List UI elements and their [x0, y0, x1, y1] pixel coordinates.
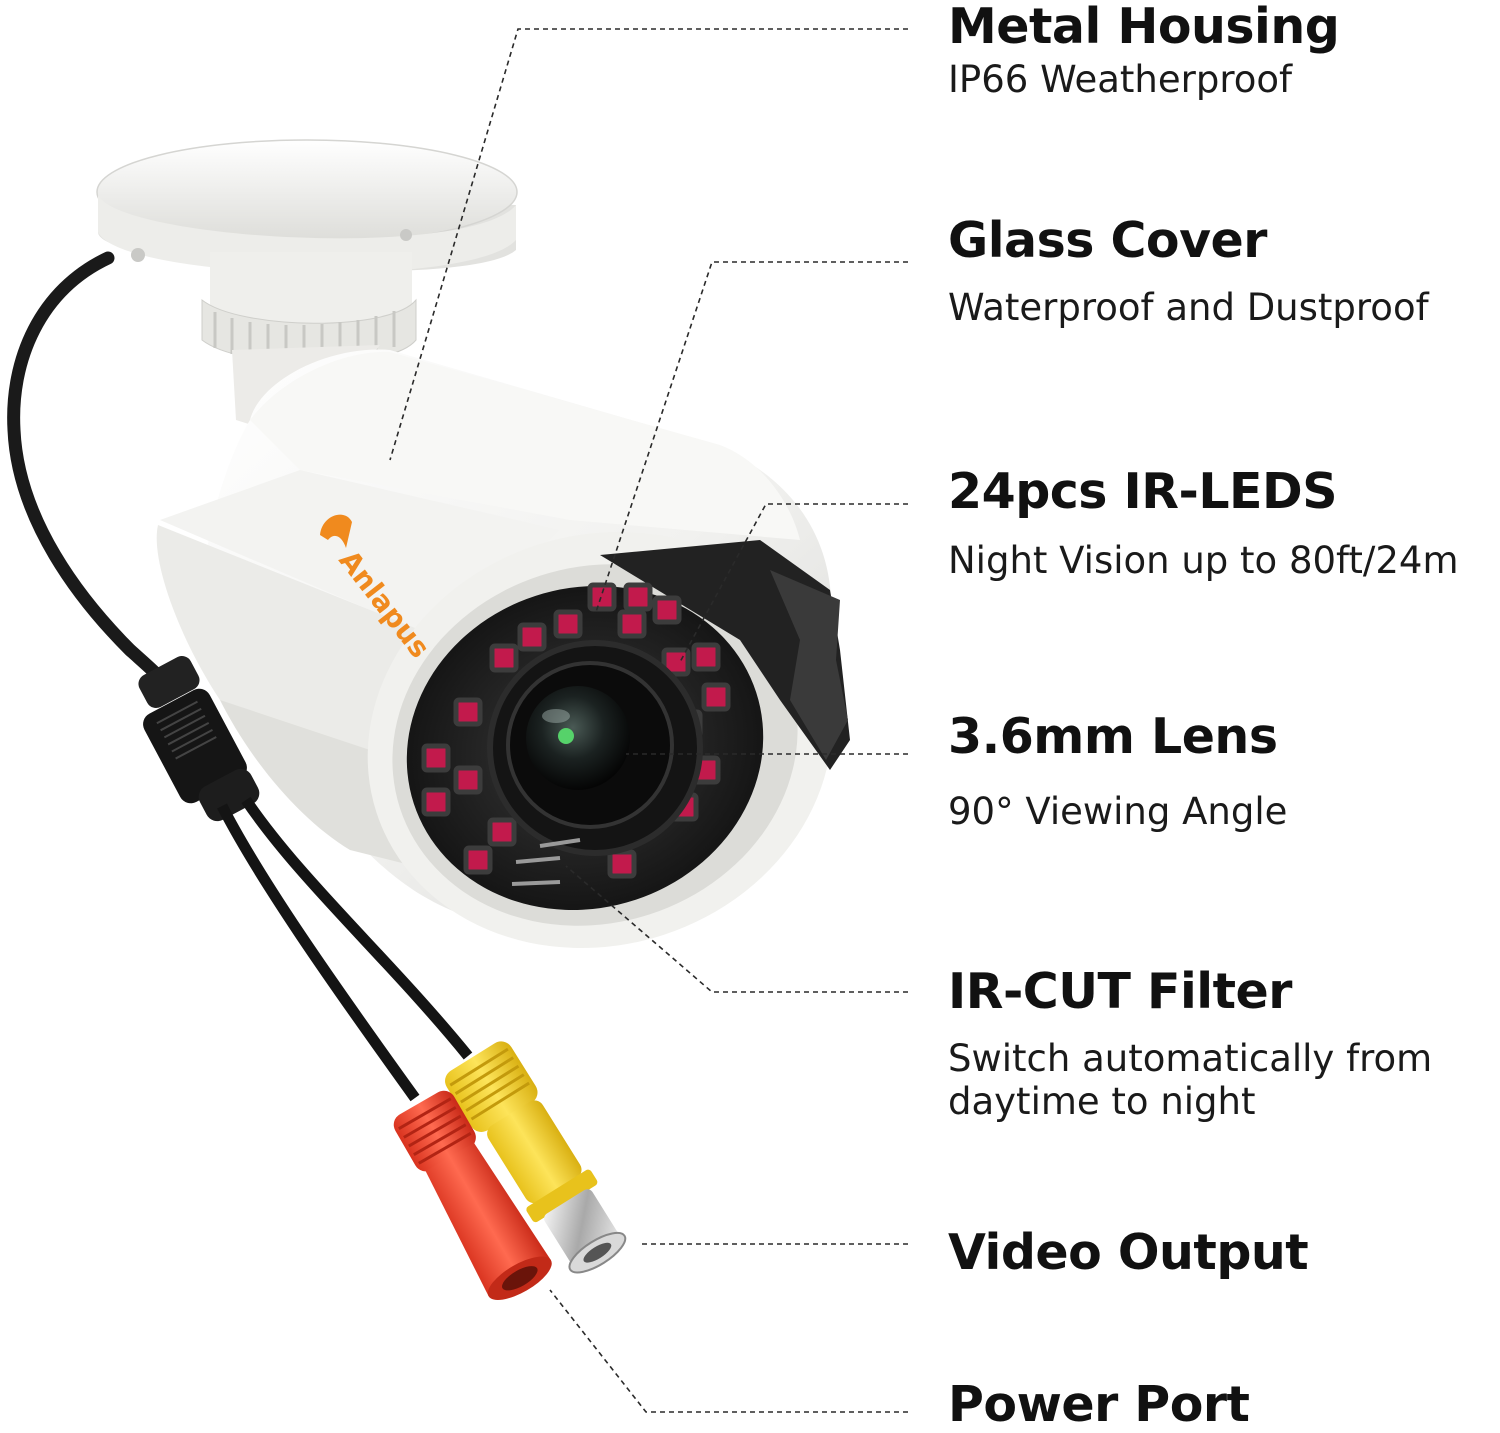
feature-subtitle: 90° Viewing Angle: [948, 790, 1288, 833]
feature-subtitle: Switch automatically from daytime to nig…: [948, 1037, 1433, 1123]
video-connector: [445, 1041, 627, 1274]
feature-title: 3.6mm Lens: [948, 708, 1278, 765]
leader-lines: [389, 28, 908, 1413]
feature-lens: 3.6mm Lens 90° Viewing Angle: [948, 712, 1287, 834]
feature-subtitle: Night Vision up to 80ft/24m: [948, 539, 1459, 582]
ir-cut-sensor: [511, 838, 581, 886]
leader-glass: [595, 261, 908, 613]
cable-splitter: [138, 656, 260, 822]
feature-glass-cover: Glass Cover Waterproof and Dustproof: [948, 216, 1429, 330]
feature-subtitle-line1: Switch automatically from: [948, 1037, 1433, 1080]
leader-leds: [679, 503, 908, 663]
cable-power-wire: [217, 803, 420, 1102]
leader-housing: [389, 28, 908, 461]
feature-subtitle: IP66 Weatherproof: [948, 58, 1293, 101]
camera-lens: [487, 640, 703, 856]
feature-title: Glass Cover: [948, 212, 1267, 269]
feature-ir-leds: 24pcs IR-LEDS Night Vision up to 80ft/24…: [948, 467, 1459, 583]
feature-title: 24pcs IR-LEDS: [948, 463, 1337, 520]
feature-title: Metal Housing: [948, 0, 1340, 55]
feature-video-output: Video Output: [948, 1224, 1309, 1281]
leader-ircut: [565, 865, 908, 993]
feature-metal-housing: Metal Housing IP66 Weatherproof: [948, 0, 1340, 102]
feature-title: IR-CUT Filter: [948, 963, 1292, 1020]
feature-title: Power Port: [948, 1376, 1250, 1433]
cable-main: [7, 251, 177, 697]
feature-subtitle-line2: daytime to night: [948, 1079, 1256, 1123]
feature-title: Video Output: [948, 1224, 1309, 1281]
cable-video-wire: [241, 796, 473, 1060]
leader-power: [549, 1289, 908, 1413]
feature-subtitle: Waterproof and Dustproof: [948, 286, 1429, 329]
feature-power-port: Power Port: [948, 1376, 1250, 1433]
power-connector: [393, 1090, 552, 1300]
feature-ir-cut-filter: IR-CUT Filter Switch automatically from …: [948, 967, 1432, 1123]
